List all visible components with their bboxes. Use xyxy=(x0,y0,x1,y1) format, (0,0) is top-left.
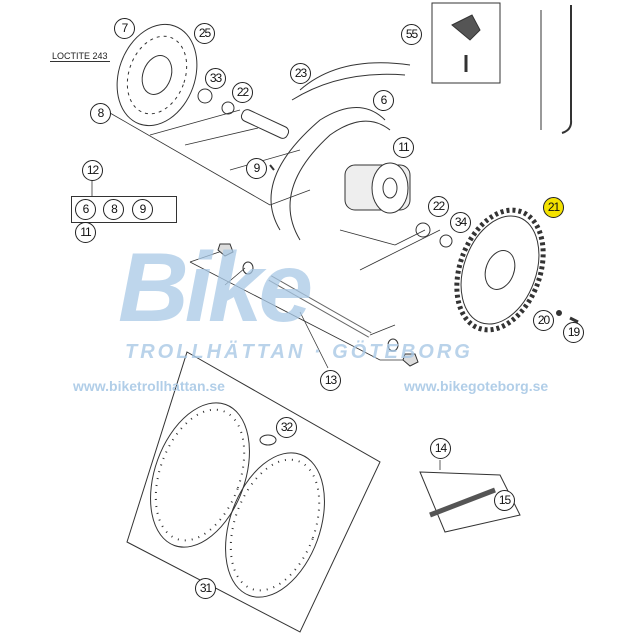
rim-tape-sheet xyxy=(126,351,381,633)
callout-13[interactable]: 13 xyxy=(320,370,341,391)
brake-disc xyxy=(116,23,198,127)
callout-14[interactable]: 14 xyxy=(430,438,451,459)
watermark-logo: Bike xyxy=(118,232,313,342)
callout-55[interactable]: 55 xyxy=(401,24,422,45)
callout-11[interactable]: 11 xyxy=(393,137,414,158)
callout-12[interactable]: 12 xyxy=(82,160,103,181)
callout-6[interactable]: 6 xyxy=(373,90,394,111)
callout-25[interactable]: 25 xyxy=(194,23,215,44)
wheel-rim xyxy=(197,62,411,241)
leader-lines xyxy=(91,109,441,470)
callout-15[interactable]: 15 xyxy=(494,490,515,511)
kit-item[interactable]: 11 xyxy=(75,222,96,243)
callout-32[interactable]: 32 xyxy=(276,417,297,438)
kit-item[interactable]: 6 xyxy=(75,199,96,220)
callout-22[interactable]: 22 xyxy=(232,82,253,103)
kit-item[interactable]: 8 xyxy=(103,199,125,220)
callout-23[interactable]: 23 xyxy=(290,63,311,84)
axle xyxy=(217,243,419,367)
watermark-url-left: www.biketrollhattan.se xyxy=(73,378,225,394)
watermark-url-right: www.bikegoteborg.se xyxy=(404,378,549,394)
watermark-subtitle: TROLLHÄTTAN · GÖTEBORG xyxy=(125,341,473,363)
rear-sprocket xyxy=(454,207,546,333)
callout-20[interactable]: 20 xyxy=(533,310,554,331)
wheel-hub xyxy=(344,162,453,248)
callout-34[interactable]: 34 xyxy=(450,212,471,233)
kit-12-group: 6 8 9 11 xyxy=(71,196,177,243)
callout-7[interactable]: 7 xyxy=(114,18,135,39)
callout-9[interactable]: 9 xyxy=(246,158,267,179)
valve-box xyxy=(431,2,501,84)
spoke xyxy=(540,5,573,134)
kit-item[interactable]: 9 xyxy=(131,199,153,220)
chain-joint-box xyxy=(419,471,521,533)
callout-21-highlighted[interactable]: 21 xyxy=(543,197,564,218)
callout-8[interactable]: 8 xyxy=(90,103,111,124)
callout-33[interactable]: 33 xyxy=(205,68,226,89)
callout-31[interactable]: 31 xyxy=(195,578,216,599)
callout-22-hub[interactable]: 22 xyxy=(428,196,449,217)
callout-19[interactable]: 19 xyxy=(563,322,584,343)
loctite-label: LOCTITE 243 xyxy=(50,51,110,62)
